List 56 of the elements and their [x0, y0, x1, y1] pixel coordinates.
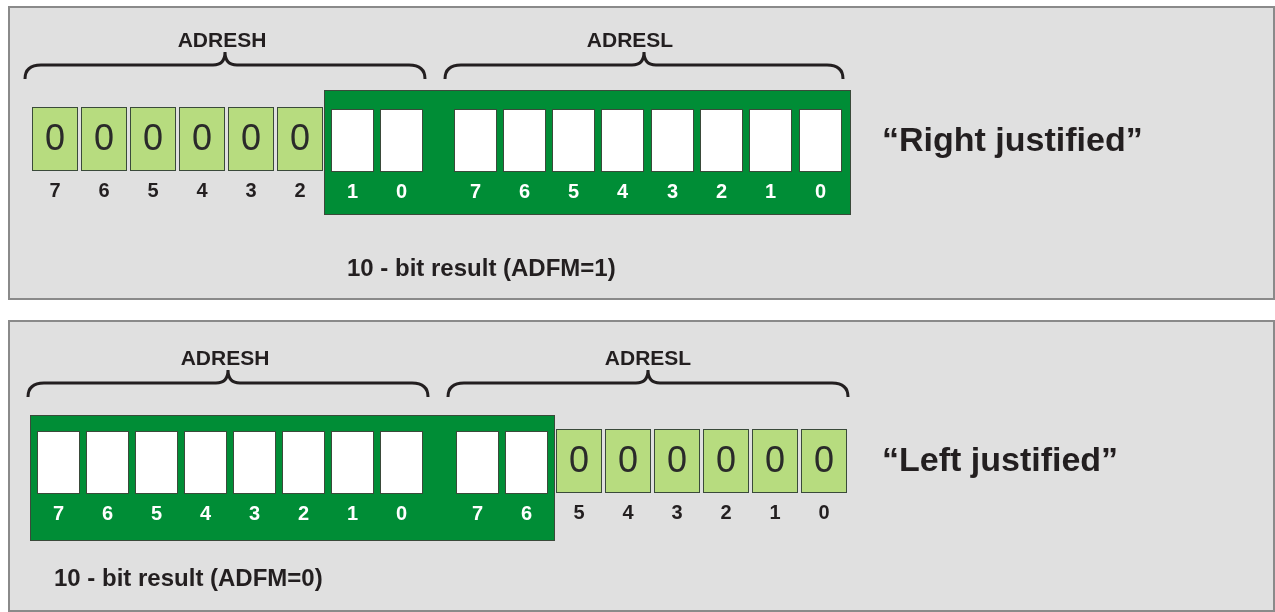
bit-number: 4: [199, 503, 212, 523]
bit-value: 0: [716, 442, 736, 479]
bit-number: 4: [196, 180, 208, 200]
bit-number: 2: [715, 181, 728, 201]
bit-number: 0: [818, 502, 830, 522]
register-name: ADRESH: [177, 28, 267, 52]
bit-number: 6: [98, 180, 110, 200]
bit-number: 1: [346, 181, 359, 201]
bit-number: 5: [147, 180, 159, 200]
bit-number: 4: [622, 502, 634, 522]
bit-value: 0: [143, 120, 163, 157]
bit-value: 0: [290, 120, 310, 157]
bit-value: 0: [814, 442, 834, 479]
bit-number: 7: [471, 503, 484, 523]
bit-number: 2: [294, 180, 306, 200]
bit-number: 1: [346, 503, 359, 523]
bit-value: 0: [765, 442, 785, 479]
register-name: ADRESH: [180, 346, 270, 370]
result-band: [324, 90, 851, 215]
bit-number: 0: [395, 181, 408, 201]
bit-number: 3: [666, 181, 679, 201]
bit-number: 5: [573, 502, 585, 522]
bit-number: 6: [101, 503, 114, 523]
bit-number: 1: [769, 502, 781, 522]
bit-number: 3: [671, 502, 683, 522]
register-name: ADRESL: [586, 28, 674, 52]
bit-value: 0: [45, 120, 65, 157]
bit-number: 0: [395, 503, 408, 523]
result-caption: 10 - bit result (ADFM=0): [54, 564, 323, 592]
justification-title: “Left justified”: [882, 440, 1119, 479]
bit-value: 0: [667, 442, 687, 479]
bit-value: 0: [192, 120, 212, 157]
bit-number: 1: [764, 181, 777, 201]
bit-number: 3: [248, 503, 261, 523]
bit-number: 5: [150, 503, 163, 523]
bit-number: 2: [297, 503, 310, 523]
bit-number: 7: [49, 180, 61, 200]
bit-number: 2: [720, 502, 732, 522]
bit-number: 7: [469, 181, 482, 201]
bit-number: 6: [518, 181, 531, 201]
bit-number: 0: [814, 181, 827, 201]
panel-background: [8, 320, 1275, 612]
bit-number: 6: [520, 503, 533, 523]
bit-number: 7: [52, 503, 65, 523]
register-name: ADRESL: [604, 346, 692, 370]
bit-value: 0: [618, 442, 638, 479]
result-band: [30, 415, 555, 541]
bit-number: 4: [616, 181, 629, 201]
bit-value: 0: [241, 120, 261, 157]
bit-number: 3: [245, 180, 257, 200]
bit-value: 0: [94, 120, 114, 157]
panel-background: [8, 6, 1275, 300]
bit-number: 5: [567, 181, 580, 201]
justification-title: “Right justified”: [882, 120, 1143, 159]
result-caption: 10 - bit result (ADFM=1): [347, 254, 616, 282]
bit-value: 0: [569, 442, 589, 479]
